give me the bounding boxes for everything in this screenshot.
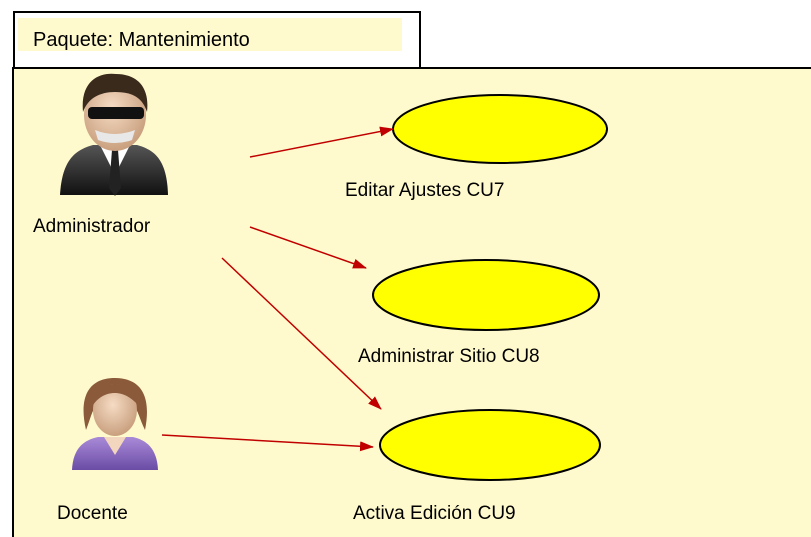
association-arrow bbox=[249, 126, 394, 158]
use-case-ellipse[interactable] bbox=[392, 94, 608, 164]
use-case-ellipse[interactable] bbox=[372, 259, 600, 331]
use-case-ellipse[interactable] bbox=[379, 409, 601, 481]
use-case-label-cu8: Administrar Sitio CU8 bbox=[358, 346, 540, 367]
teacher-user-icon bbox=[72, 378, 158, 470]
package-tab-fill bbox=[18, 18, 402, 51]
administrator-user-icon bbox=[60, 73, 168, 196]
actor-label-administrador: Administrador bbox=[33, 216, 151, 237]
use-case-label-cu7: Editar Ajustes CU7 bbox=[345, 180, 505, 201]
association-arrow bbox=[221, 257, 382, 410]
association-arrow bbox=[161, 434, 374, 452]
association-arrow bbox=[249, 226, 367, 269]
use-case-label-cu9: Activa Edición CU9 bbox=[353, 503, 516, 524]
package-title: Paquete: Mantenimiento bbox=[33, 29, 250, 51]
actor-label-docente: Docente bbox=[57, 503, 128, 524]
